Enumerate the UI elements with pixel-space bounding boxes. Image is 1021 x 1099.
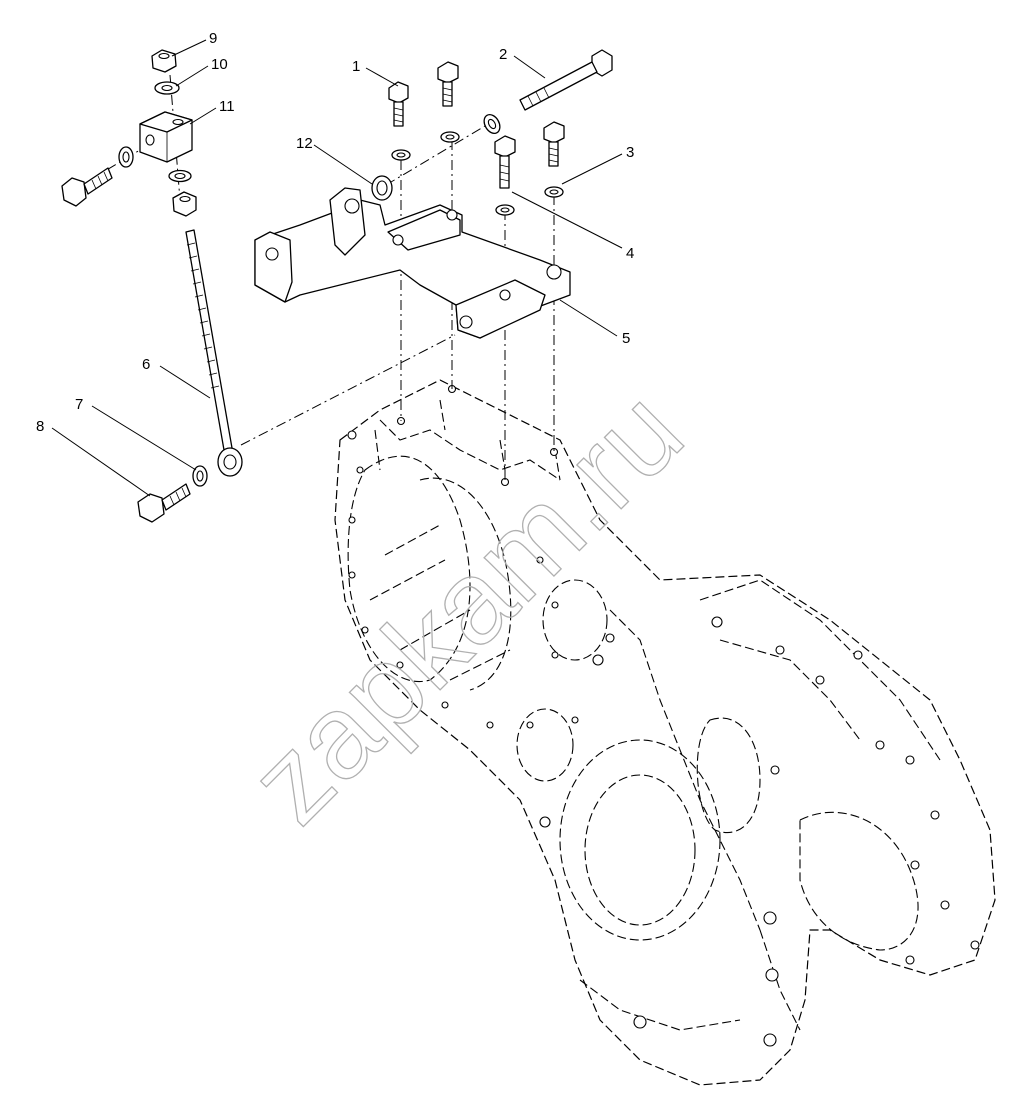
bolt-4 <box>494 135 516 216</box>
callout-11: 11 <box>219 98 235 115</box>
bracket <box>254 187 571 339</box>
block-11 <box>139 111 193 163</box>
nut-lower <box>172 191 197 217</box>
callout-1: 1 <box>352 58 360 75</box>
callout-9: 9 <box>209 30 217 47</box>
bolt-1 <box>388 81 411 161</box>
nut-9 <box>151 49 177 73</box>
callout-5: 5 <box>622 330 630 347</box>
callout-12: 12 <box>296 135 313 152</box>
callout-7: 7 <box>75 396 83 413</box>
bushing-12 <box>371 175 393 201</box>
callout-3: 3 <box>626 144 634 161</box>
tie-rod-6 <box>185 229 243 477</box>
gear-housing <box>334 379 996 1086</box>
bolt-top-2 <box>437 61 460 143</box>
callout-10: 10 <box>211 56 228 73</box>
bolt-8 <box>137 483 191 523</box>
callout-6: 6 <box>142 356 150 373</box>
long-bolt-2 <box>483 49 613 134</box>
washer-10 <box>154 81 180 95</box>
bolt-3 <box>543 121 565 198</box>
leader-lines <box>51 39 623 497</box>
callout-4: 4 <box>626 245 634 262</box>
washer-7 <box>192 465 208 487</box>
callouts: 1 2 3 4 5 6 7 8 9 10 11 12 <box>36 30 634 435</box>
washer-lower <box>168 169 192 183</box>
callout-2: 2 <box>499 46 507 63</box>
callout-8: 8 <box>36 418 44 435</box>
side-bolt <box>61 146 134 207</box>
